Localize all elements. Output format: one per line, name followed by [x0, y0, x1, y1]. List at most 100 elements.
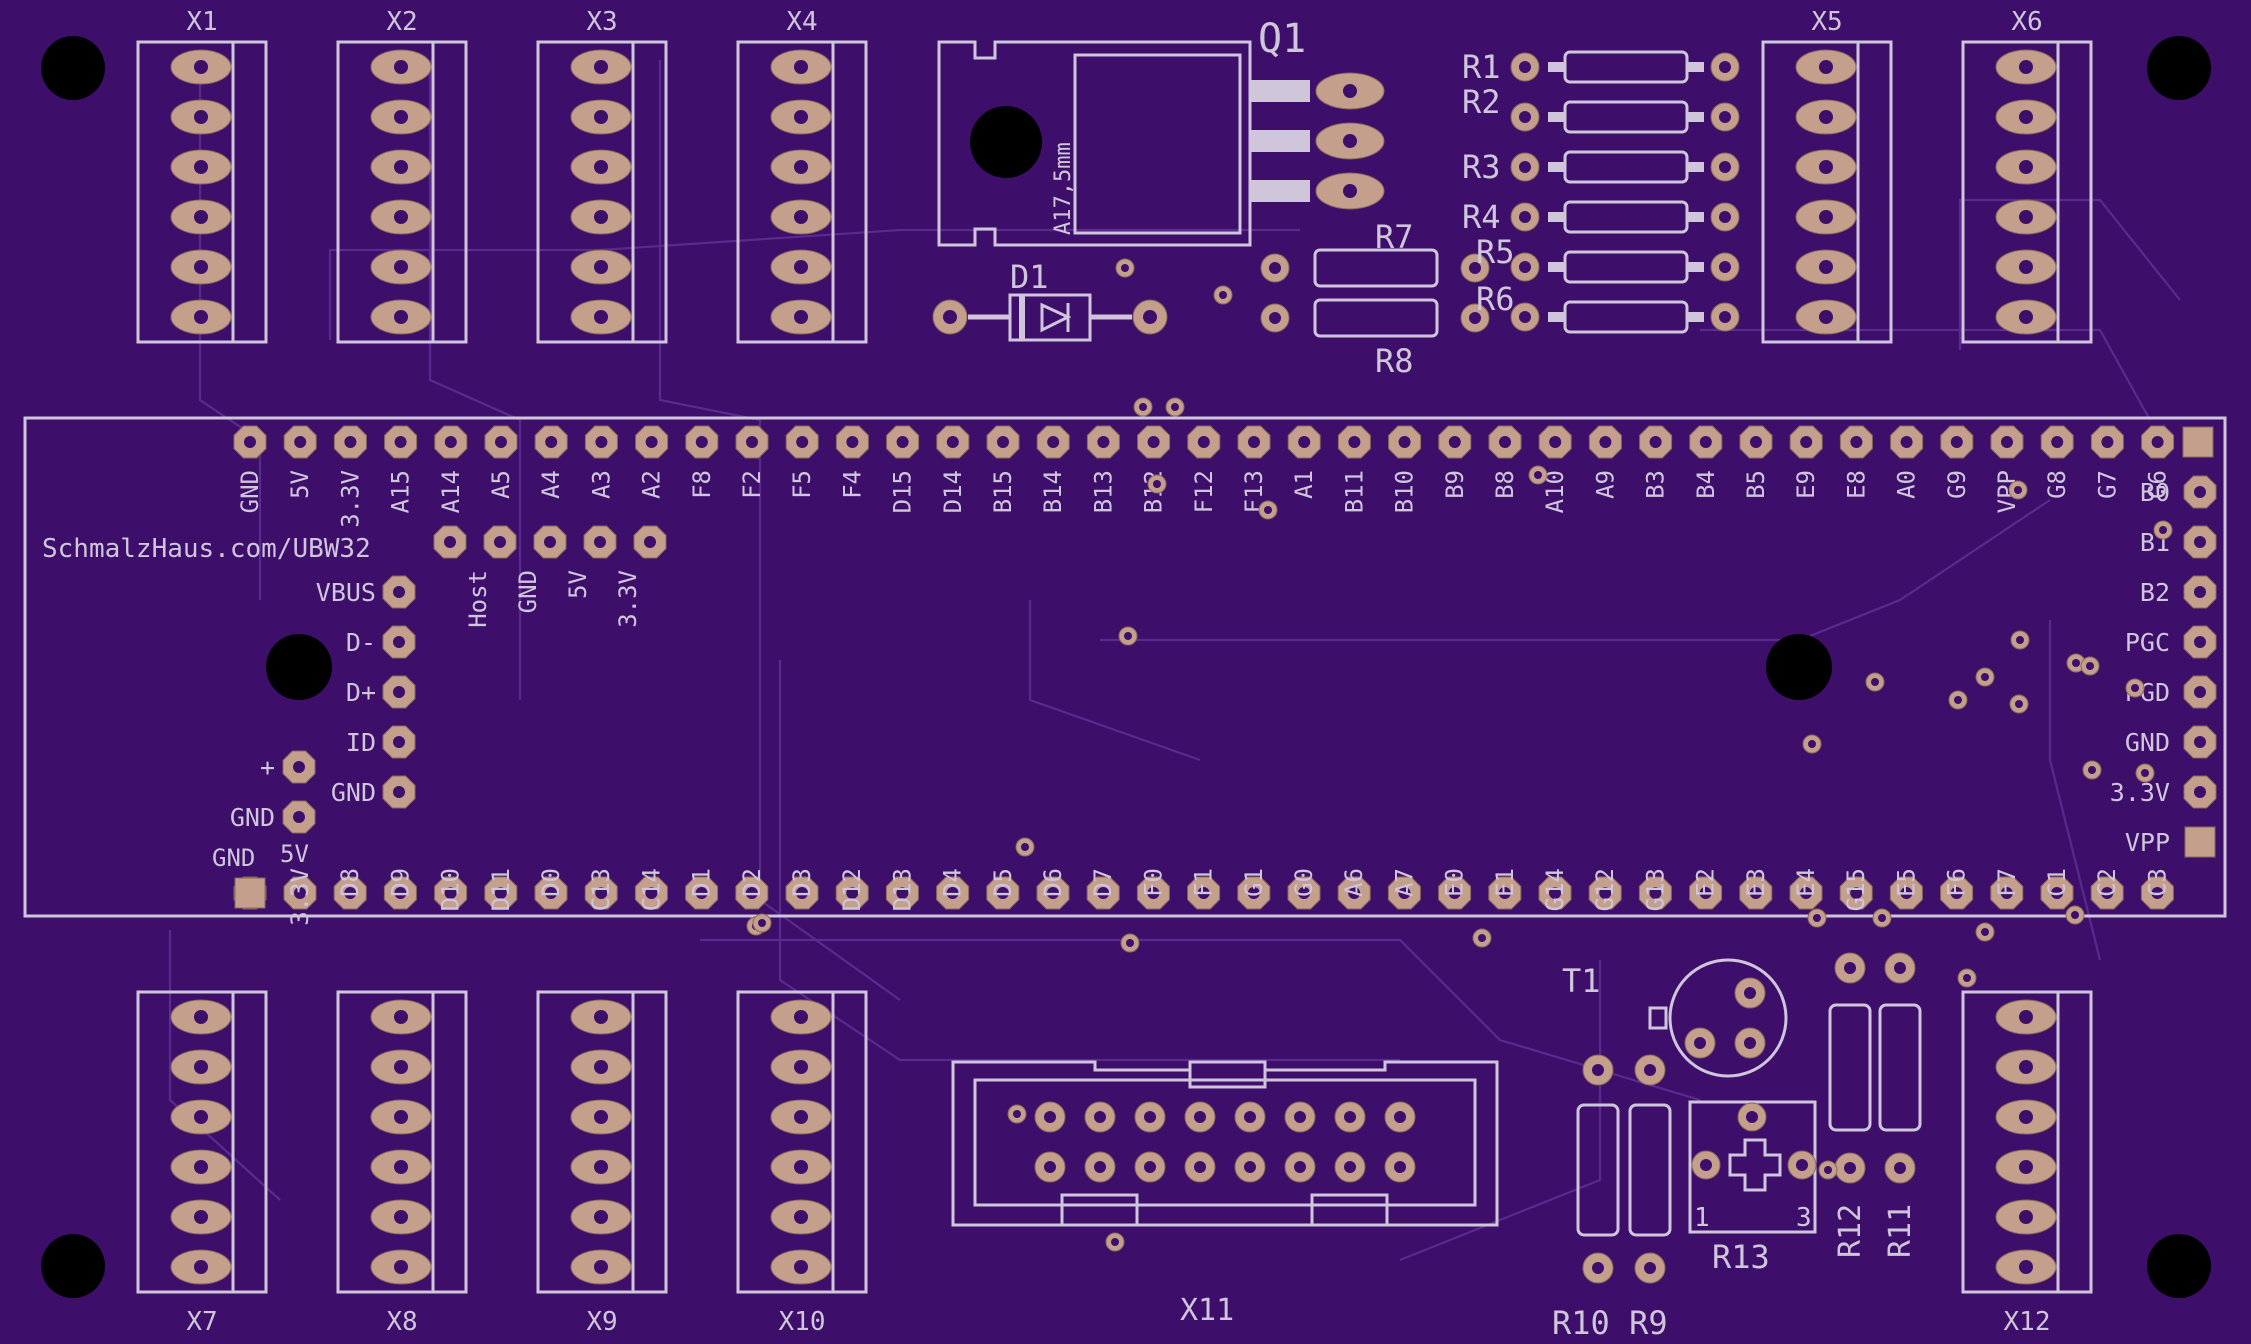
module-bottom-pin-label: F7	[1993, 868, 2021, 897]
module-bottom-pin-label: D3	[788, 868, 816, 897]
module-bottom-pin-label: E0	[1441, 868, 1469, 897]
module-bottom-pin-label: G1	[1240, 868, 1268, 897]
5v-label: 5V	[280, 840, 309, 868]
r8-label: R8	[1375, 342, 1414, 380]
module-bottom-pin-label: E2	[1692, 868, 1720, 897]
module-bottom-pin-label: F1	[1190, 868, 1218, 897]
module-top-pin-label: A9	[1591, 470, 1619, 499]
r13-pin3-label: 3	[1796, 1203, 1812, 1233]
r13-pin1-label: 1	[1694, 1203, 1710, 1233]
module-top-pin-label: 3.3V	[336, 470, 364, 528]
module-top-pin-label: F2	[738, 470, 766, 499]
power-row-label: GND	[514, 570, 542, 613]
prog-pin-label: 3.3V	[2110, 778, 2170, 807]
module-top-pin-label: B15	[989, 470, 1017, 513]
terminal-x9: X9	[536, 990, 668, 1337]
terminal-label: X3	[586, 7, 617, 37]
q1-regulator: Q1 A17,5mm	[937, 16, 1385, 247]
module-top-pin-label: A14	[437, 470, 465, 513]
r7-label: R7	[1375, 218, 1414, 256]
module-bottom-pin-label: D0	[537, 868, 565, 897]
module-bottom-pin-label: G12	[1591, 868, 1619, 911]
module-bottom-pin-label: 3.3V	[286, 868, 314, 926]
prog-pin-label: GND	[2125, 728, 2170, 757]
module-bottom-pin-label: D12	[838, 868, 866, 911]
module-top-pin-label: D15	[889, 470, 917, 513]
module-bottom-pin-label: C1	[2043, 868, 2071, 897]
prog-pin-label: B2	[2140, 578, 2170, 607]
module-bottom-pin-label: E4	[1792, 868, 1820, 897]
mounting-hole-icon	[41, 36, 105, 100]
terminal-label: X10	[779, 1307, 826, 1337]
terminal-x8: X8	[336, 990, 468, 1337]
module-mount-hole-icon	[266, 634, 332, 700]
resistor-labels: R1 R2 R3 R4 R5 R6 R7 R8	[1375, 48, 1515, 380]
module-bottom-pin-label: G15	[1842, 868, 1870, 911]
mounting-holes	[41, 36, 2211, 1298]
module-top-pin-label: F4	[838, 470, 866, 499]
module-bottom-pin-label: G14	[1541, 868, 1569, 911]
module-top-pin-label: F12	[1190, 470, 1218, 513]
module-bottom-pin-label: D6	[1039, 868, 1067, 897]
module-top-pin-label: A5	[487, 470, 515, 499]
usb-pin-label: GND	[331, 778, 376, 807]
terminal-x3: X3	[536, 7, 668, 344]
r4-label: R4	[1462, 198, 1501, 236]
module-bottom-pin-label: D9	[386, 868, 414, 897]
terminal-x4: X4	[736, 7, 868, 344]
module-top-pin-label: B8	[1491, 470, 1519, 499]
r11-label: R11	[1883, 1204, 1918, 1258]
module-top-pin-label: A2	[638, 470, 666, 499]
prog-pin-label: B0	[2140, 478, 2170, 507]
module-bottom-pin-label: C2	[2093, 868, 2121, 897]
module-bottom-pin-label: A6	[1340, 868, 1368, 897]
batt-pin-label: +	[260, 753, 275, 782]
terminal-label: X8	[386, 1307, 417, 1337]
vias	[746, 258, 2173, 1252]
usb-pin-label: ID	[346, 728, 376, 757]
terminal-label: X5	[1811, 7, 1842, 37]
t1-label: T1	[1562, 962, 1601, 1000]
module-bottom-pin-label: F0	[1139, 868, 1167, 897]
mounting-hole-icon	[41, 1234, 105, 1298]
module-top-pin-label: B4	[1692, 470, 1720, 499]
module-bottom-pin-label: D11	[487, 868, 515, 911]
module-top-pin-label: 5V	[286, 470, 314, 499]
r13-label: R13	[1712, 1238, 1770, 1276]
module-top-pin-label: B5	[1742, 470, 1770, 499]
terminal-x10: X10	[736, 990, 868, 1337]
d1-label: D1	[1010, 258, 1049, 296]
terminal-label: X4	[786, 7, 817, 37]
r2-label: R2	[1462, 83, 1501, 121]
r12-label: R12	[1833, 1204, 1868, 1258]
module-bottom-pin-label: F6	[1943, 868, 1971, 897]
module-bottom-pin-label: G13	[1641, 868, 1669, 911]
module-top-pin-label: G8	[2043, 470, 2071, 499]
terminal-x1: X1	[136, 7, 268, 344]
module-top-pin-label: G7	[2093, 470, 2121, 499]
d1-diode: D1	[932, 258, 1168, 342]
terminal-label: X12	[2004, 1307, 2051, 1337]
module-bottom-pin-label: D13	[888, 868, 916, 911]
module-top-pin-label: B11	[1340, 470, 1368, 513]
module-bottom-pin-label: D8	[336, 868, 364, 897]
power-row-label: Host	[464, 570, 492, 628]
module-bottom-pin-label: D4	[939, 868, 967, 897]
module-bottom-pin-label: D5	[989, 868, 1017, 897]
power-row-label: 5V	[564, 570, 592, 599]
module-top-pin-label: B10	[1391, 470, 1419, 513]
mounting-hole-icon	[2147, 1234, 2211, 1298]
module-top-pin-label: E9	[1792, 470, 1820, 499]
module-top-pin-label: A3	[587, 470, 615, 499]
module-top-pin-label: B14	[1039, 470, 1067, 513]
r6-label: R6	[1476, 280, 1515, 318]
module-bottom-pin-label: D2	[738, 868, 766, 897]
terminal-x5: X5	[1761, 7, 1893, 344]
module-bottom-pin-label: E3	[1742, 868, 1770, 897]
module-top-pin-label: B3	[1642, 470, 1670, 499]
module-bottom-pin-label: C13	[587, 868, 615, 911]
usb-pin-label: D+	[346, 678, 376, 707]
module-top-pin-label: E8	[1842, 470, 1870, 499]
